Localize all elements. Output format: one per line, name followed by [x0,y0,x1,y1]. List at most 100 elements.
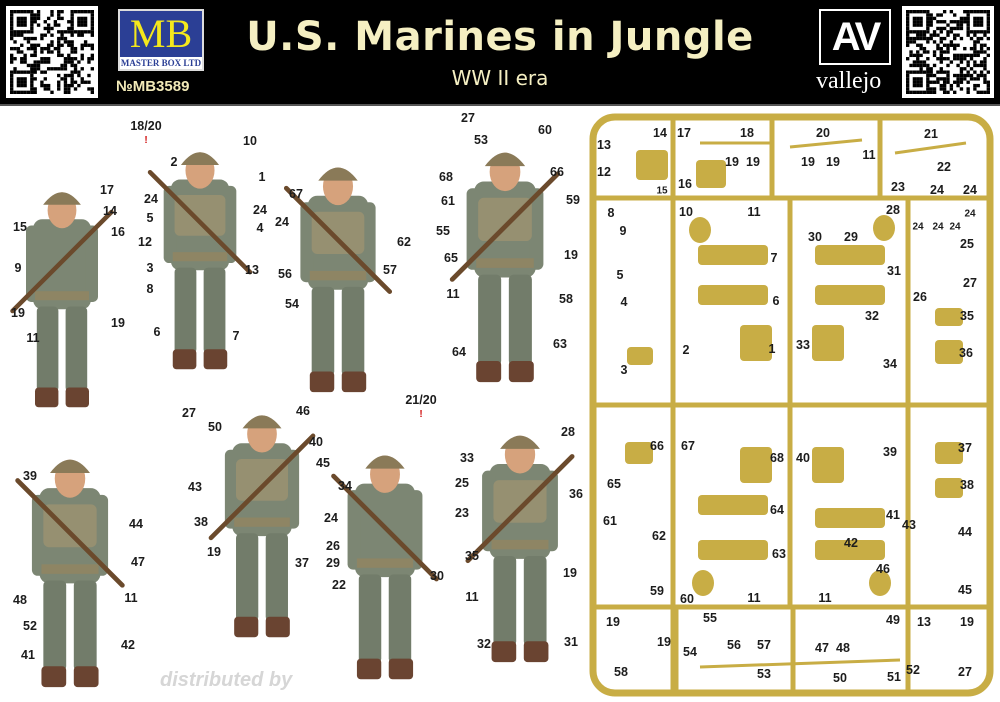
qr-module [919,23,923,27]
qr-module [936,80,940,84]
qr-module [932,73,937,78]
qr-module [926,73,930,78]
qr-module [946,50,950,54]
soldier-arm [300,202,314,283]
qr-module [986,16,990,21]
qr-module [90,26,94,31]
qr-module [46,46,51,51]
qr-module [912,40,917,44]
qr-module [50,10,54,14]
qr-module [949,20,954,24]
soldier-arm [163,185,177,264]
qr-module [20,90,24,94]
sprue-part [625,442,653,464]
qr-module [973,16,977,21]
figure-part-callout: 33 [460,451,474,465]
qr-module [963,20,967,24]
sprue-part [689,217,711,243]
qr-module [40,57,44,61]
qr-module [30,26,34,31]
qr-module [906,70,910,74]
figure-part-callout: 24 [144,192,158,206]
qr-module [959,36,964,41]
qr-module [932,80,937,84]
qr-module [949,26,954,31]
qr-module [67,73,71,78]
figure-part-callout: 53 [474,133,488,147]
figure-part-callout: 67 [289,187,303,201]
qr-module [963,67,967,71]
qr-module [20,43,24,47]
backpack [311,211,365,254]
qr-module [57,53,61,58]
qr-module [13,57,17,61]
sprue-part-number: 11 [747,205,761,219]
qr-module [986,46,990,51]
qr-module [46,67,51,71]
qr-module [919,30,923,34]
sprue-part-number: 26 [913,290,927,304]
qr-module [932,33,937,37]
qr-module [973,33,977,37]
qr-module [16,70,21,74]
figure-part-callout: 36 [569,487,583,501]
qr-module [919,63,923,68]
qr-module [942,87,947,91]
qr-module [10,20,14,24]
qr-module [33,67,37,71]
qr-module [946,63,950,68]
qr-module [90,23,94,27]
qr-module [986,23,990,27]
qr-module [33,70,37,74]
qr-module [23,10,27,14]
qr-module [67,30,71,34]
sprue-part-number: 6 [772,294,780,308]
figure-part-callout: 19 [563,566,577,580]
sprue-part-number: 31 [887,264,901,278]
qr-module [73,30,78,34]
qr-module [33,20,37,24]
qr-module [63,36,68,41]
qr-module [33,16,37,21]
vallejo-logo: AV [819,9,891,65]
sprue-part [692,570,714,596]
sprue-part-number: 56 [727,638,741,652]
qr-module [906,36,910,41]
qr-module [909,36,913,41]
sprue-part-number: 54 [683,645,697,659]
qr-module [979,43,984,47]
qr-module [979,36,984,41]
soldier-leg [203,267,226,354]
soldier-arm [362,202,376,283]
qr-module [926,57,930,61]
qr-module [963,53,967,58]
qr-module [959,16,964,21]
sprue-part-number: 42 [844,536,858,550]
backpack [493,480,547,523]
figure-part-callout: 24 [275,215,289,229]
sprue-part-number: 46 [876,562,890,576]
qr-module [70,50,74,54]
qr-module [912,20,917,24]
qr-module [912,60,917,64]
qr-module [966,80,970,84]
qr-module [46,23,51,27]
sprue-part [812,325,844,361]
figure-part-callout: 19 [111,316,125,330]
sprue-part-number: 30 [808,230,822,244]
qr-module [929,70,933,74]
figure-part-callout: 14 [103,204,117,218]
figure-part-callout: 9 [14,261,22,275]
qr-module [929,87,933,91]
sprue-part-number: 32 [865,309,879,323]
qr-module [77,73,81,78]
qr-module [83,23,88,27]
soldier-belt [35,291,89,301]
qr-module [956,77,960,81]
figure-part-callout: 32 [477,637,491,651]
qr-module [916,90,920,94]
sprue-part-number: 52 [906,663,920,677]
sprue-part-number: 18 [740,126,754,140]
qr-module [50,50,54,54]
